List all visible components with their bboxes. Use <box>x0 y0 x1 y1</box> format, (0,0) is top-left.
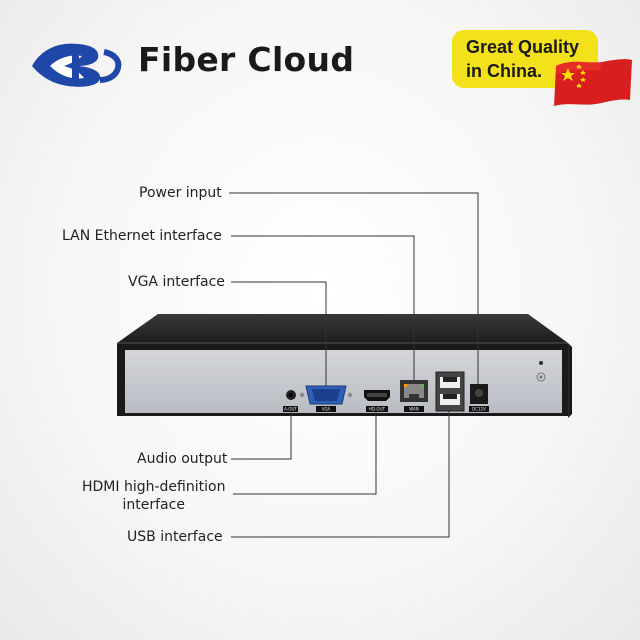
callout-lines <box>229 192 479 538</box>
lan-port: WAN <box>400 380 428 412</box>
lan-callout-line <box>231 235 415 380</box>
hdmi-port-tag: HD-OUT <box>369 407 386 412</box>
vga-port-tag: VGA <box>322 407 331 412</box>
label-lan-interface: LAN Ethernet interface <box>62 228 222 244</box>
quality-line-1: Great Quality <box>466 37 580 57</box>
china-flag-icon <box>554 59 632 106</box>
usb-callout-line <box>231 411 450 538</box>
label-vga-interface: VGA interface <box>128 274 225 290</box>
hdmi-callout-line <box>233 412 377 495</box>
fiber-cloud-logo-icon <box>32 43 122 87</box>
quality-line-2: in China. <box>466 61 542 81</box>
label-hdmi-interface: HDMI high-definition interface <box>82 478 225 514</box>
power-port-tag: DC12V <box>472 407 486 412</box>
audio-port: A-OUT <box>283 390 298 412</box>
power-callout-line <box>229 192 479 384</box>
audio-port-tag: A-OUT <box>284 407 297 412</box>
reset-button <box>536 361 546 382</box>
vga-port: VGA <box>299 385 353 412</box>
nvr-device <box>117 314 572 418</box>
label-audio-output: Audio output <box>137 451 228 467</box>
quality-text: Great Quality in China. <box>466 35 579 83</box>
label-power-input: Power input <box>139 185 222 201</box>
vga-callout-line <box>231 281 327 386</box>
usb-ports <box>435 371 465 412</box>
label-hdmi-line-2: interface <box>122 497 185 513</box>
label-hdmi-line-1: HDMI high-definition <box>82 479 226 495</box>
brand-name: Fiber Cloud <box>138 40 355 79</box>
audio-callout-line <box>231 412 292 460</box>
power-port: DC12V <box>469 384 489 412</box>
label-usb-interface: USB interface <box>127 529 223 545</box>
hdmi-port: HD-OUT <box>364 390 390 412</box>
lan-port-tag: WAN <box>409 407 418 412</box>
